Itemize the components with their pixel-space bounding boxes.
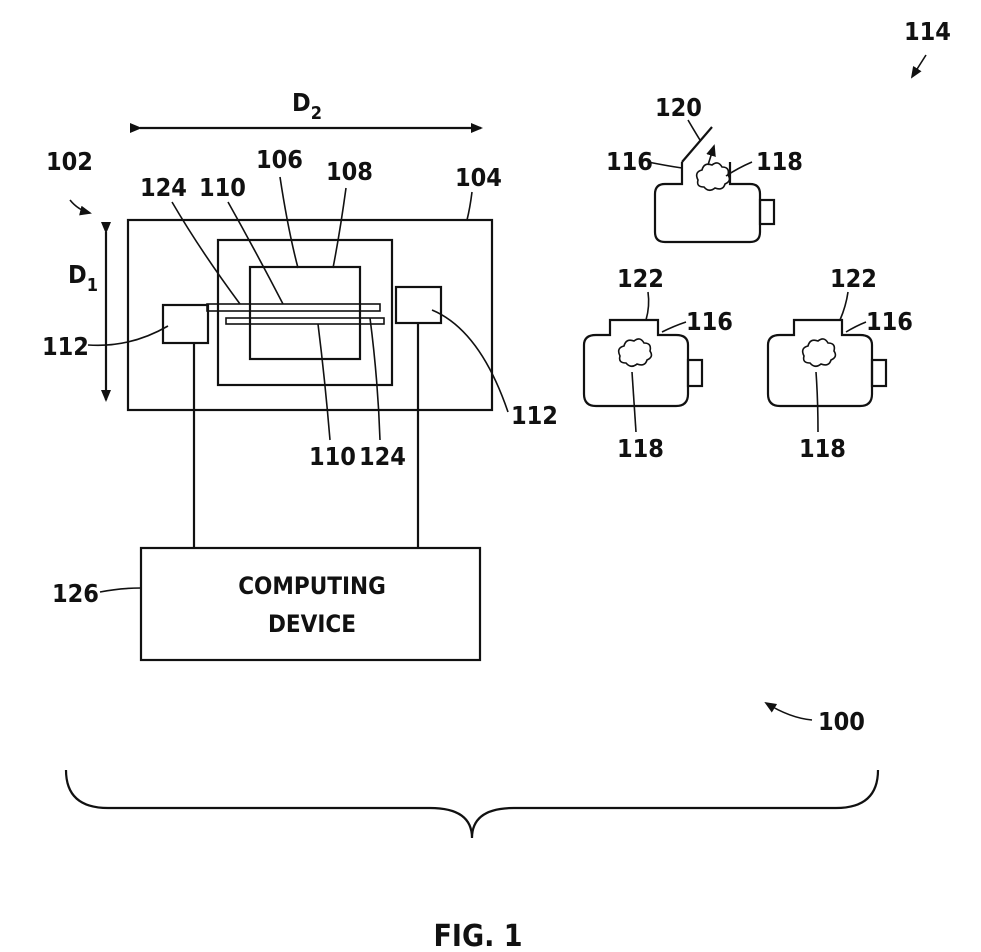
ref-126: 126 xyxy=(52,579,99,608)
computing-device-line2: DEVICE xyxy=(268,610,356,638)
ref-102-arrow xyxy=(70,200,90,213)
ref-100: 100 xyxy=(818,707,865,736)
ref-108: 108 xyxy=(326,157,373,186)
container-middle xyxy=(584,320,702,406)
leader-116-right xyxy=(846,322,866,332)
leader-124-top xyxy=(172,202,240,304)
container-middle-knob xyxy=(688,360,702,386)
ref-118-top: 118 xyxy=(756,147,803,176)
container-right-body xyxy=(768,320,872,406)
leader-126 xyxy=(100,588,141,592)
sample-cloud-middle xyxy=(619,339,652,366)
leader-118-mid xyxy=(632,372,636,432)
lid-120 xyxy=(682,127,712,162)
ref-122-right: 122 xyxy=(830,264,877,293)
container-top-knob xyxy=(760,200,774,224)
ref-102: 102 xyxy=(46,147,93,176)
computing-device-box xyxy=(141,548,480,660)
ref-120: 120 xyxy=(655,93,702,122)
ref-106: 106 xyxy=(256,145,303,174)
container-middle-body xyxy=(584,320,688,406)
ref-116-right: 116 xyxy=(866,307,913,336)
ref-112-right: 112 xyxy=(511,401,558,430)
leader-110-top xyxy=(228,202,283,304)
computing-device-line1: COMPUTING xyxy=(238,572,386,600)
housing-104 xyxy=(128,220,492,410)
figure-caption: FIG. 1 xyxy=(433,919,522,952)
leader-108 xyxy=(333,188,346,268)
leader-120 xyxy=(688,120,700,140)
ref-116-top: 116 xyxy=(606,147,653,176)
sample-cloud-top xyxy=(697,163,730,190)
ref-124-bottom: 124 xyxy=(359,442,406,471)
ref-100-arrow xyxy=(766,703,812,720)
inner-box-108 xyxy=(250,267,360,359)
ref-110-top: 110 xyxy=(199,173,246,202)
leader-124-bottom xyxy=(370,318,380,440)
dimension-d1-label: D1 xyxy=(68,260,98,296)
ref-114: 114 xyxy=(904,17,951,46)
imaging-apparatus xyxy=(128,220,492,410)
ref-118-right: 118 xyxy=(799,434,846,463)
leader-106 xyxy=(280,177,298,268)
container-top xyxy=(655,127,774,242)
leader-118-right xyxy=(816,372,818,432)
ref-124-top: 124 xyxy=(140,173,187,202)
leader-116-top xyxy=(648,162,682,168)
leader-116-mid xyxy=(662,322,686,332)
leader-122-right xyxy=(840,292,848,320)
ref-104: 104 xyxy=(455,163,502,192)
sensor-112-right xyxy=(396,287,441,323)
plate-110-top xyxy=(207,304,380,311)
leader-122-mid xyxy=(646,292,649,320)
leader-110-bottom xyxy=(318,324,330,440)
ref-114-arrow xyxy=(912,55,926,77)
sensor-112-left xyxy=(163,305,208,343)
ref-122-mid: 122 xyxy=(617,264,664,293)
dimension-d2-label: D2 xyxy=(292,88,322,124)
chamber-106 xyxy=(218,240,392,385)
sample-cloud-right xyxy=(803,339,836,366)
ref-118-mid: 118 xyxy=(617,434,664,463)
leader-104 xyxy=(467,192,472,220)
ref-116-mid: 116 xyxy=(686,307,733,336)
leader-112-right xyxy=(432,310,508,412)
ref-112-left: 112 xyxy=(42,332,89,361)
system-brace xyxy=(66,770,878,838)
container-right-knob xyxy=(872,360,886,386)
escape-arrow xyxy=(708,146,714,165)
ref-110-bottom: 110 xyxy=(309,442,356,471)
container-top-body xyxy=(655,162,760,242)
